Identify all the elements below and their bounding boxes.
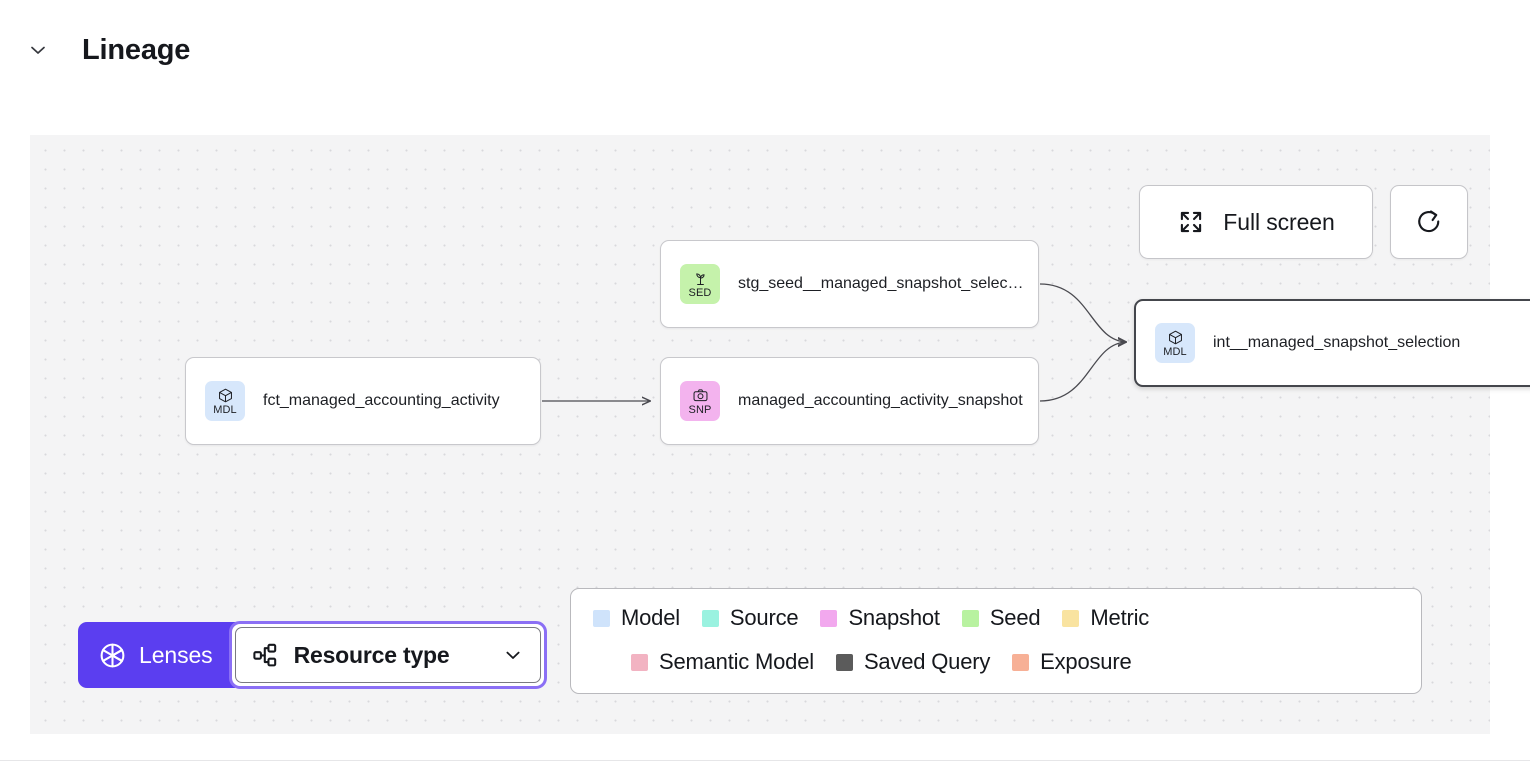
legend-swatch xyxy=(593,609,610,627)
chevron-down-icon xyxy=(502,644,524,666)
legend-label: Source xyxy=(729,605,799,630)
resource-type-label: Resource type xyxy=(293,641,450,668)
node-type-badge-snp: SNP xyxy=(680,381,720,421)
legend-item-snapshot: Snapshot xyxy=(820,605,940,631)
legend-item-saved-query: Saved Query xyxy=(835,649,991,675)
node-type-code: MDL xyxy=(1163,345,1187,358)
legend-label: Exposure xyxy=(1040,649,1132,674)
legend-label: Seed xyxy=(989,605,1041,630)
node-type-code: MDL xyxy=(213,403,237,416)
fullscreen-button-label: Full screen xyxy=(1223,208,1335,235)
node-type-code: SED xyxy=(688,286,712,299)
lineage-node-managed-accounting-activity-snapshot[interactable]: SNP managed_accounting_activity_snapshot xyxy=(660,357,1039,445)
lineage-node-int-managed-snapshot-selection[interactable]: MDL int__managed_snapshot_selection xyxy=(1134,299,1530,387)
legend-label: Metric xyxy=(1090,605,1150,630)
legend-row: Semantic Model Saved Query Exposure xyxy=(593,649,1399,675)
legend-row: Model Source Snapshot Seed Metric xyxy=(593,605,1399,631)
legend-swatch xyxy=(1062,609,1080,627)
node-type-badge-mdl: MDL xyxy=(205,381,245,421)
legend-label: Semantic Model xyxy=(659,649,814,674)
chevron-down-icon[interactable] xyxy=(20,32,56,68)
hierarchy-icon xyxy=(252,643,276,667)
node-label: fct_managed_accounting_activity xyxy=(263,392,500,409)
node-type-code: SNP xyxy=(688,403,712,416)
legend-item-metric: Metric xyxy=(1062,605,1149,631)
node-label: managed_accounting_activity_snapshot xyxy=(738,392,1023,409)
legend-item-model: Model xyxy=(593,605,680,631)
page-title: Lineage xyxy=(82,33,191,66)
node-type-badge-mdl: MDL xyxy=(1155,323,1195,363)
lenses-button[interactable]: Lenses xyxy=(78,622,235,688)
legend-item-seed: Seed xyxy=(961,605,1041,631)
expand-arrows-icon xyxy=(1181,211,1202,233)
lenses-control-group: Lenses Resource type xyxy=(78,621,547,689)
lineage-legend: Model Source Snapshot Seed Metric S xyxy=(570,588,1422,694)
legend-swatch xyxy=(631,653,648,671)
legend-label: Model xyxy=(621,605,680,630)
legend-label: Snapshot xyxy=(848,605,940,630)
refresh-icon xyxy=(1418,210,1440,233)
node-label: stg_seed__managed_snapshot_selecti... xyxy=(738,275,1029,292)
aperture-icon xyxy=(100,643,125,667)
sprout-icon xyxy=(695,272,705,285)
bottom-divider xyxy=(0,760,1530,761)
lineage-node-fct-managed-accounting-activity[interactable]: MDL fct_managed_accounting_activity xyxy=(185,357,541,445)
legend-item-source: Source xyxy=(701,605,799,631)
canvas-toolbar: Full screen xyxy=(1139,185,1468,259)
legend-swatch xyxy=(820,609,838,627)
node-type-badge-sed: SED xyxy=(680,264,720,304)
fullscreen-button[interactable]: Full screen xyxy=(1139,185,1373,259)
resource-type-dropdown[interactable]: Resource type xyxy=(234,627,541,683)
legend-swatch xyxy=(1012,653,1030,671)
refresh-button[interactable] xyxy=(1390,185,1468,259)
lineage-node-stg-seed-managed-snapshot-selection[interactable]: SED stg_seed__managed_snapshot_selecti..… xyxy=(660,240,1039,328)
legend-swatch xyxy=(701,609,719,627)
legend-swatch xyxy=(835,653,853,671)
node-label: int__managed_snapshot_selection xyxy=(1213,334,1461,351)
cube-icon xyxy=(1168,330,1182,344)
legend-item-semantic-model: Semantic Model xyxy=(631,649,814,675)
lineage-header: Lineage xyxy=(0,0,1530,100)
legend-item-exposure: Exposure xyxy=(1012,649,1132,675)
legend-label: Saved Query xyxy=(863,649,991,674)
cube-icon xyxy=(218,388,232,402)
resource-type-focus-ring: Resource type xyxy=(228,621,547,689)
lenses-button-label: Lenses xyxy=(139,641,213,668)
lineage-canvas[interactable]: MDL fct_managed_accounting_activity SED … xyxy=(30,135,1530,734)
legend-swatch xyxy=(961,609,979,627)
camera-icon xyxy=(693,388,707,401)
